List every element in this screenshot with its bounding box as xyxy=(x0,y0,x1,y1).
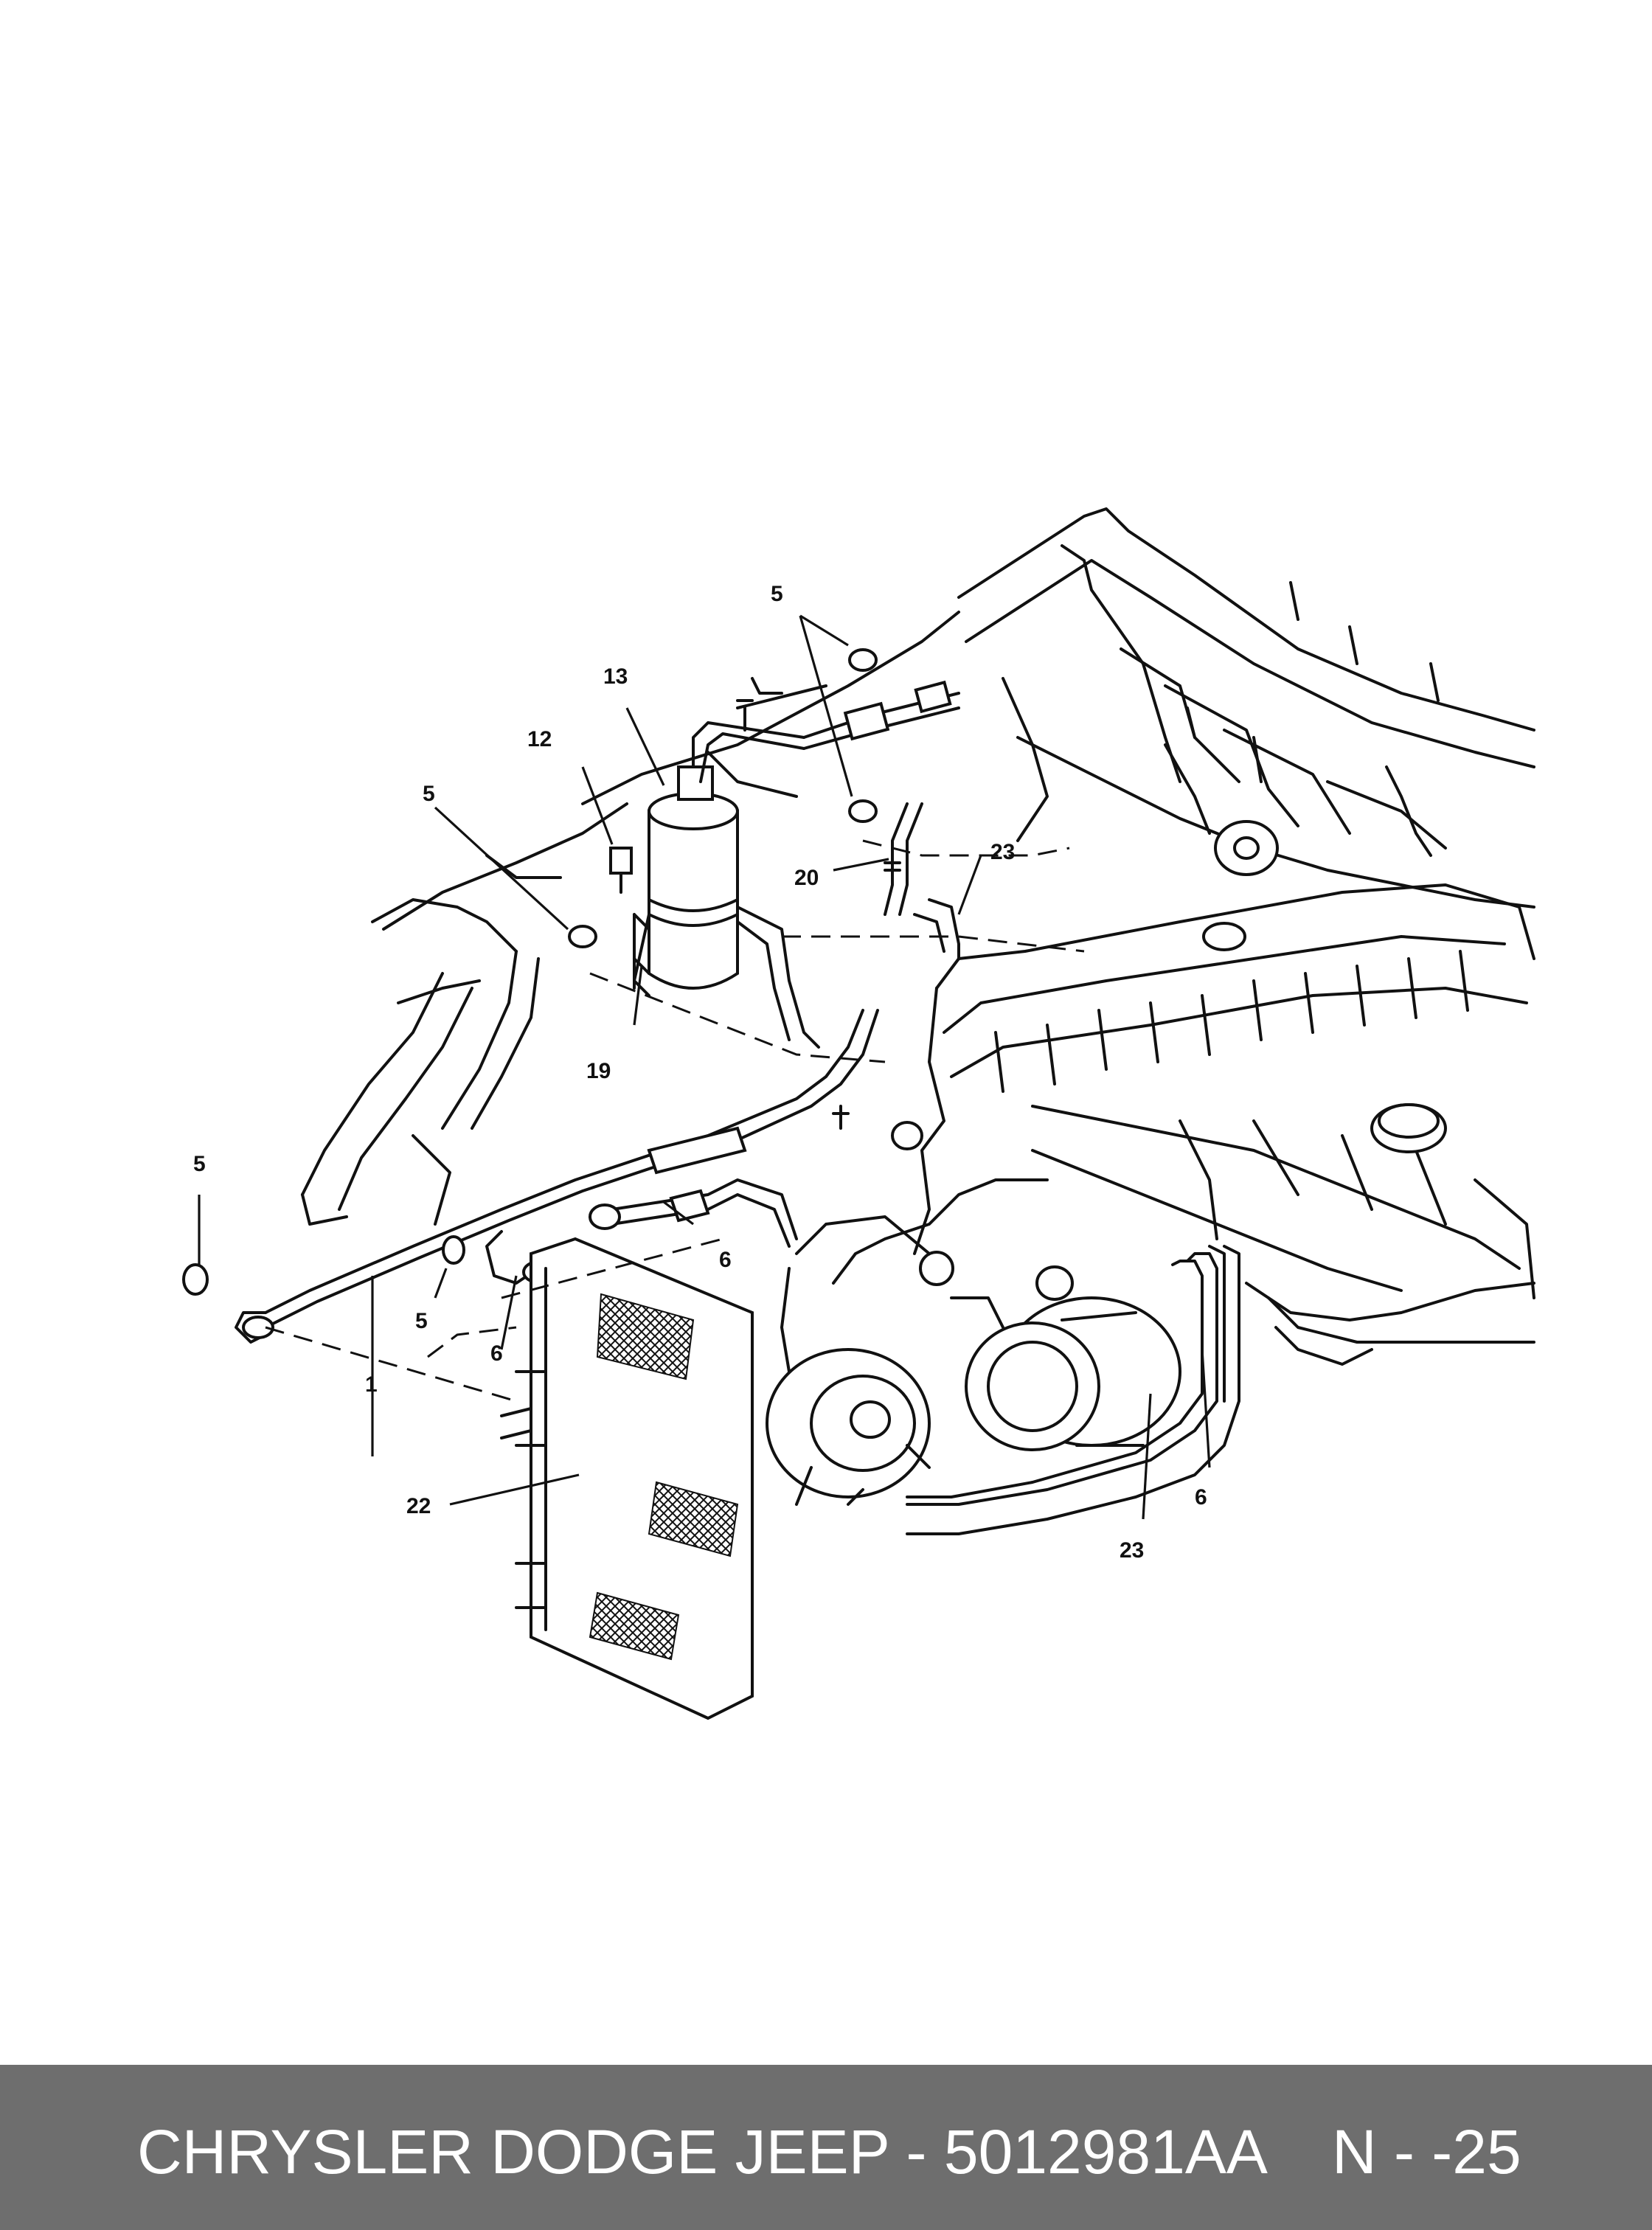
footer-part-title: CHRYSLER DODGE JEEP - 5012981AA xyxy=(137,2117,1268,2186)
callout-23-top: 23 xyxy=(990,840,1015,864)
callout-12: 12 xyxy=(527,727,552,751)
callout-1: 1 xyxy=(365,1372,378,1397)
callout-6-right: 6 xyxy=(1195,1485,1207,1510)
callout-22: 22 xyxy=(406,1494,431,1518)
callout-19: 19 xyxy=(586,1059,611,1083)
callout-5-top: 5 xyxy=(771,582,783,606)
callout-6-left: 6 xyxy=(490,1341,503,1366)
cowl-body-structure xyxy=(957,507,1535,909)
callout-20: 20 xyxy=(794,866,819,890)
inner-fender xyxy=(301,611,960,1226)
engine-block xyxy=(832,883,1535,1366)
ac-plumbing-diagram: 1 5 5 5 5 6 6 6 12 13 19 20 22 23 23 xyxy=(182,507,1535,1720)
footer-page-number: N - -25 xyxy=(1332,2117,1521,2186)
callout-5-bottom: 5 xyxy=(415,1309,428,1333)
callout-6-middle: 6 xyxy=(719,1248,732,1272)
receiver-drier xyxy=(633,765,820,1049)
callout-23-bottom: 23 xyxy=(1120,1538,1144,1563)
callout-labels: 1 5 5 5 5 6 6 6 12 13 19 20 22 23 23 xyxy=(193,582,1207,1563)
callout-5-left: 5 xyxy=(423,782,435,806)
footer-bar: CHRYSLER DODGE JEEP - 5012981AA N - -25 xyxy=(0,2065,1652,2230)
fasteners xyxy=(182,648,901,1296)
callout-13: 13 xyxy=(603,664,628,689)
callout-5-far-left: 5 xyxy=(193,1152,206,1176)
alignment-dashes xyxy=(265,839,1085,1403)
compressor-and-pulleys xyxy=(766,1121,1181,1506)
refrigerant-lines xyxy=(235,680,1240,1535)
leader-lines xyxy=(198,614,1211,1520)
condenser xyxy=(500,1237,754,1720)
